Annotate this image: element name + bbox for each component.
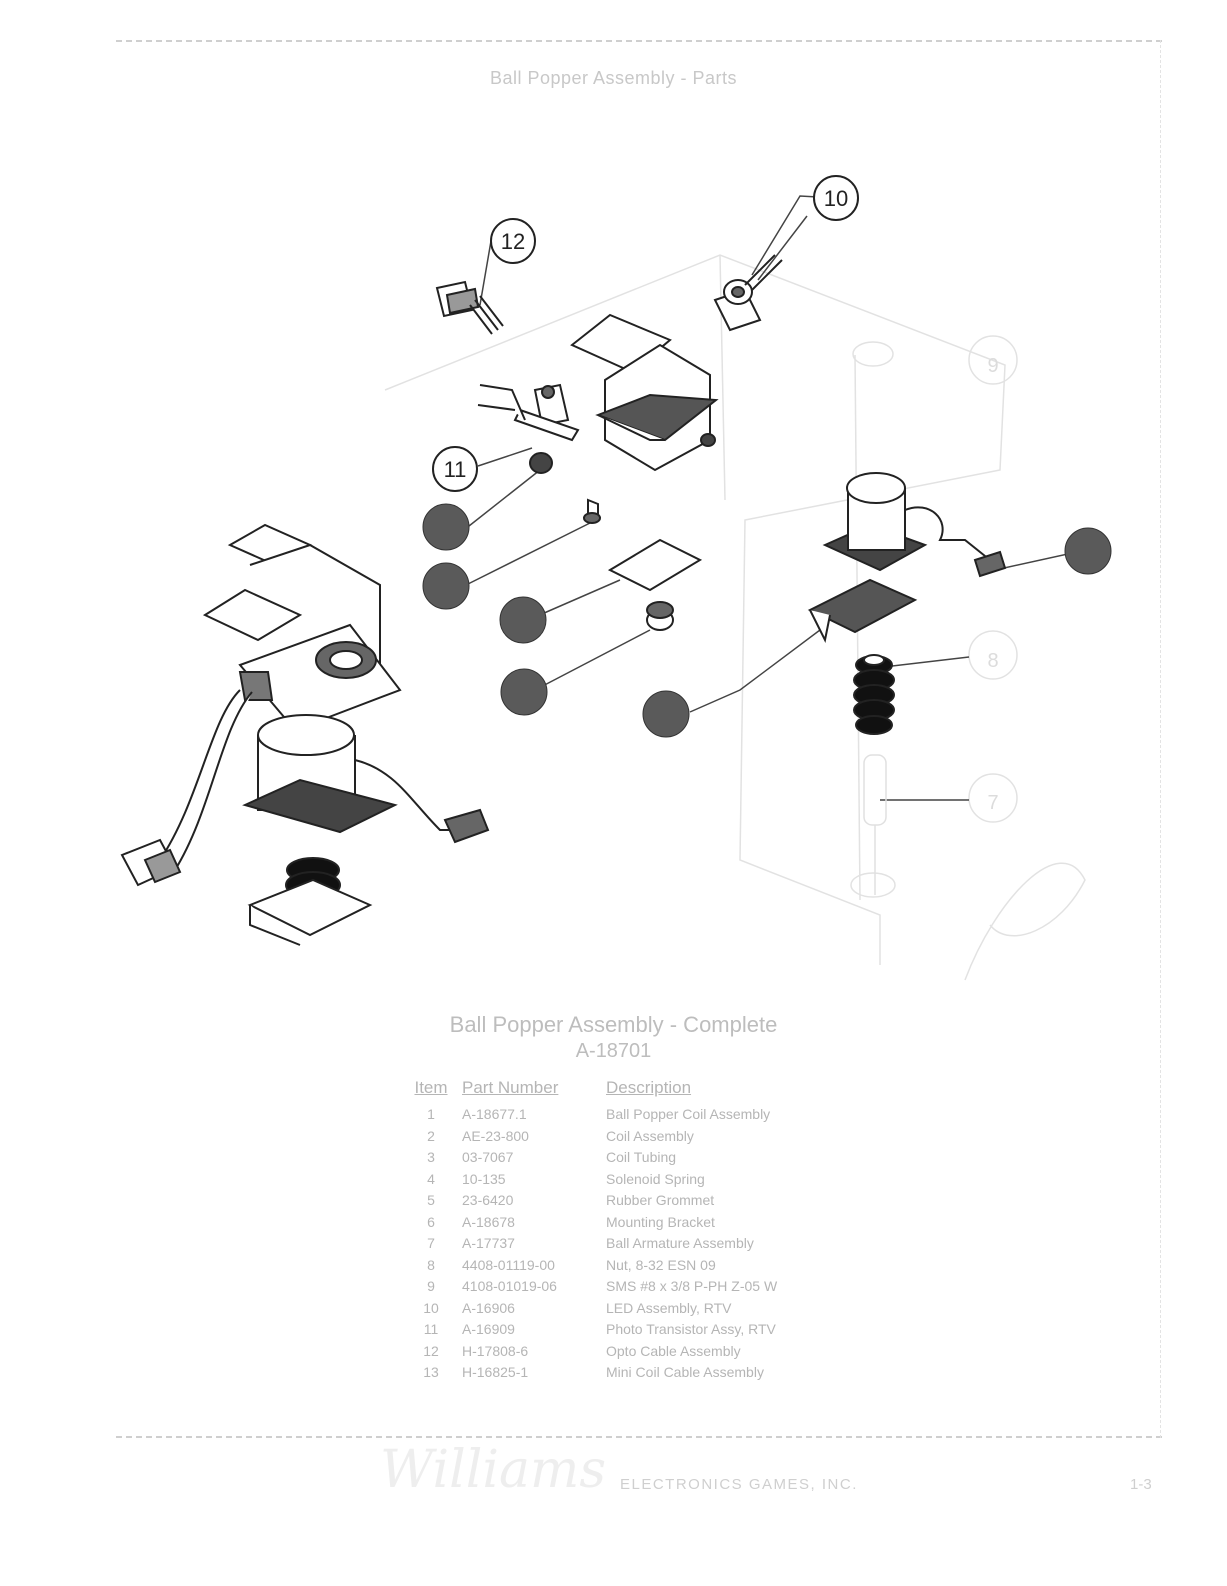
description-cell: Solenoid Spring (606, 1170, 705, 1187)
ball-armature (863, 754, 887, 895)
part-number-cell: A-17737 (462, 1235, 515, 1251)
faint-background-outline (384, 254, 1086, 981)
assembly-part-number: A-18701 (575, 1040, 652, 1062)
part-number-cell: A-16906 (462, 1299, 515, 1316)
table-row: 12 H-17808-6 Opto Cable Assembly (410, 1341, 850, 1363)
description-cell: Ball Armature Assembly (606, 1235, 754, 1251)
table-row: 9 4108-01019-06 SMS #8 x 3/8 P-PH Z-05 W (410, 1276, 850, 1298)
part-number-cell: 4108-01019-06 (462, 1278, 557, 1294)
callout-10: 10 (813, 175, 859, 221)
description-cell: LED Assembly, RTV (606, 1299, 732, 1316)
table-row: 1 A-18677.1 Ball Popper Coil Assembly (410, 1104, 850, 1126)
part-number-cell: H-17808-6 (462, 1342, 529, 1359)
part-number-cell: A-18678 (462, 1213, 515, 1230)
item-cell: 9 (427, 1278, 435, 1294)
description-cell: Rubber Grommet (606, 1192, 715, 1208)
table-row: 11 A-16909 Photo Transistor Assy, RTV (410, 1319, 850, 1341)
table-row: 3 03-7067 Coil Tubing (410, 1147, 850, 1169)
header-item: Item (414, 1078, 448, 1097)
photo-transistor-assembly (477, 383, 580, 442)
item-cell: 1 (427, 1106, 435, 1122)
parts-table-body: 1 A-18677.1 Ball Popper Coil Assembly 2 AE-2… (410, 1104, 850, 1384)
callout-dot-e (642, 690, 690, 738)
part-number-cell: AE-23-800 (462, 1127, 529, 1144)
coil-assembly-right (807, 472, 1007, 644)
callout-12: 12 (490, 218, 536, 264)
callout-dot-b (422, 562, 470, 610)
description-cell: Photo Transistor Assy, RTV (606, 1321, 776, 1337)
description-cell: Mounting Bracket (606, 1213, 715, 1230)
description-cell: Mini Coil Cable Assembly (606, 1364, 764, 1380)
leader-lines (465, 195, 1087, 801)
table-row: 4 10-135 Solenoid Spring (410, 1169, 850, 1191)
williams-logo: Williams (380, 1440, 607, 1500)
item-cell: 2 (427, 1127, 435, 1144)
item-cell: 12 (423, 1342, 439, 1359)
page-frame (116, 40, 1162, 1438)
table-row: 5 23-6420 Rubber Grommet (410, 1190, 850, 1212)
page-title: Ball Popper Assembly - Parts (489, 68, 738, 88)
callout-12-label: 12 (501, 229, 525, 254)
description-cell: Opto Cable Assembly (606, 1342, 741, 1359)
rubber-grommet-stack (853, 654, 895, 735)
item-cell: 7 (427, 1235, 435, 1251)
part-number-cell: A-18677.1 (462, 1106, 527, 1122)
item-cell: 13 (423, 1364, 439, 1380)
part-number-cell: 23-6420 (462, 1192, 514, 1208)
assembly-title: Ball Popper Assembly - Complete (449, 1012, 778, 1037)
item-cell: 6 (427, 1213, 435, 1230)
small-parts (529, 433, 716, 631)
callout-10-label: 10 (824, 186, 848, 211)
item-cell: 4 (427, 1170, 435, 1187)
signature-scribble (964, 862, 1086, 981)
description-cell: Ball Popper Coil Assembly (606, 1106, 771, 1122)
assembled-popper (120, 523, 490, 946)
table-row: 6 A-18678 Mounting Bracket (410, 1212, 850, 1234)
callout-dot-c (499, 596, 547, 644)
item-cell: 5 (427, 1192, 435, 1208)
table-row: 13 H-16825-1 Mini Coil Cable Assembly (410, 1362, 850, 1384)
part-number-cell: 03-7067 (462, 1149, 514, 1165)
part-number-cell: H-16825-1 (462, 1364, 529, 1380)
page-number: 1-3 (1130, 1476, 1152, 1493)
filled-callouts (422, 503, 1112, 738)
description-cell: Nut, 8-32 ESN 09 (606, 1256, 716, 1273)
mounting-plate (607, 538, 703, 592)
callout-8-label: 8 (987, 650, 998, 672)
callout-9-label: 9 (987, 355, 998, 377)
faint-callouts: 8 7 9 (987, 355, 998, 814)
part-number-cell: A-16909 (462, 1321, 515, 1337)
callout-dot-a (422, 503, 470, 551)
description-cell: Coil Assembly (606, 1127, 694, 1144)
opto-cable-assembly (435, 280, 504, 335)
table-row: 8 4408-01119-00 Nut, 8-32 ESN 09 (410, 1255, 850, 1277)
callout-11: 11 (432, 446, 478, 492)
callout-11-label: 11 (444, 457, 467, 482)
header-part-number: Part Number (462, 1078, 559, 1097)
description-cell: Coil Tubing (606, 1149, 677, 1165)
page-frame-right (1160, 40, 1161, 1438)
exploded-view-drawing: 12 10 11 8 7 9 (120, 175, 1112, 981)
table-row: 10 A-16906 LED Assembly, RTV (410, 1298, 850, 1320)
table-row: 7 A-17737 Ball Armature Assembly (410, 1233, 850, 1255)
item-cell: 8 (427, 1256, 435, 1273)
callout-dot-d (500, 668, 548, 716)
footer-company: ELECTRONICS GAMES, INC. (620, 1476, 858, 1493)
item-cell: 11 (423, 1321, 439, 1337)
description-cell: SMS #8 x 3/8 P-PH Z-05 W (606, 1278, 778, 1294)
table-row: 2 AE-23-800 Coil Assembly (410, 1126, 850, 1148)
item-cell: 10 (423, 1299, 439, 1316)
part-number-cell: 4408-01119-00 (462, 1256, 555, 1273)
callout-7-label: 7 (987, 792, 998, 814)
header-description: Description (606, 1078, 692, 1097)
led-assembly (713, 254, 783, 332)
item-cell: 3 (427, 1149, 435, 1165)
part-number-cell: 10-135 (462, 1170, 506, 1187)
callout-dot-f (1064, 527, 1112, 575)
bracket-top (570, 313, 719, 472)
parts-table-header: Item Part Number Description (410, 1072, 850, 1098)
